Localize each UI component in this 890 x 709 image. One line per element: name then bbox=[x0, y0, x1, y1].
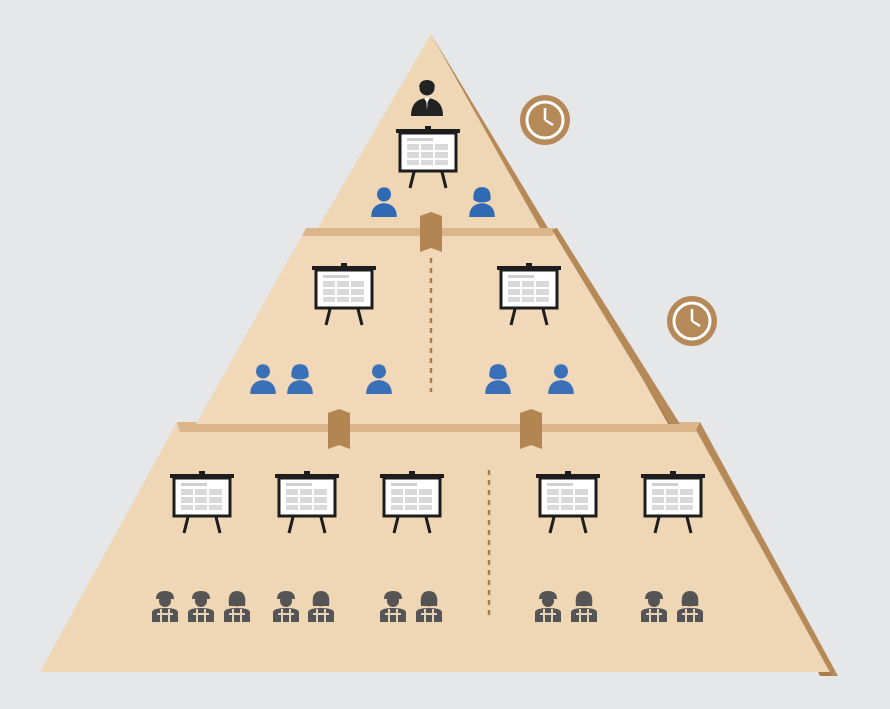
tier-middle bbox=[196, 228, 680, 424]
connector-top-middle bbox=[420, 212, 442, 252]
tier-bottom bbox=[40, 422, 838, 676]
connector-middle-bottom-right bbox=[520, 409, 542, 449]
clock-icon bbox=[666, 295, 718, 347]
connector-middle-bottom-left bbox=[328, 409, 350, 449]
clock-icon bbox=[519, 94, 571, 146]
